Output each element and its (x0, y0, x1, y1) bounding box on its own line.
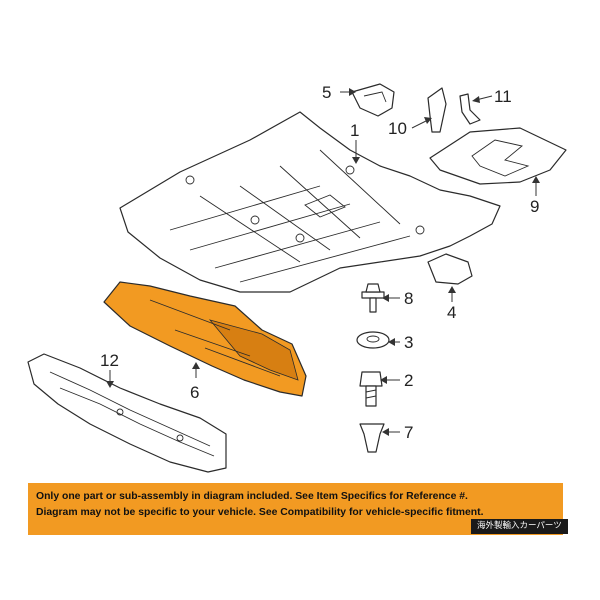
part-3-washer (356, 331, 390, 349)
callout-11: 11 (494, 87, 512, 106)
callout-8: 8 (404, 289, 413, 308)
part-5-bracket (351, 83, 395, 117)
callout-5: 5 (322, 83, 331, 102)
part-6-body (103, 281, 307, 397)
callout-10: 10 (388, 119, 407, 138)
part-6-splash-shield-highlighted (103, 281, 307, 397)
part-4-cover (427, 253, 473, 285)
callout-2: 2 (404, 371, 413, 390)
leader-lines (106, 88, 540, 436)
part-7-clip-nut (359, 423, 385, 453)
disclaimer-line-2: Diagram may not be specific to your vehi… (36, 507, 484, 518)
part-8-bolt (361, 283, 385, 313)
callout-7: 7 (404, 423, 413, 442)
part-10-bracket (427, 87, 447, 133)
import-parts-badge: 海外製輸入カーパーツ (471, 519, 568, 534)
part-6-shading (208, 319, 299, 381)
part-1-underbody-shield (119, 111, 501, 293)
disclaimer-line-1: Only one part or sub-assembly in diagram… (36, 491, 468, 502)
callout-4: 4 (447, 303, 456, 322)
part-2-bolt (359, 371, 383, 407)
callout-3: 3 (404, 333, 413, 352)
callout-12: 12 (100, 351, 119, 370)
callout-9: 9 (530, 197, 539, 216)
part-11-clip (459, 93, 481, 125)
callout-6: 6 (190, 383, 199, 402)
part-9-rear-shield (429, 127, 567, 185)
part-12-front-panel (27, 353, 227, 473)
callout-1: 1 (350, 121, 359, 140)
